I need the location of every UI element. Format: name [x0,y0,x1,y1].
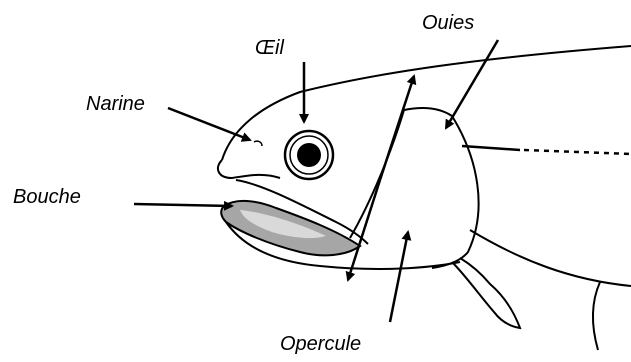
label-bouche: Bouche [13,187,81,207]
fish-eye-pupil [297,143,321,167]
arrow-bouche [134,204,232,206]
label-ouies: Ouies [422,13,474,33]
fish-back-outline [222,46,631,160]
arrow-operculum-span-down [348,180,380,280]
fish-lateral-line-dotted [524,150,631,154]
fish-nostril [254,141,262,146]
fish-belly-outline [470,230,631,286]
arrow-operculum-span-up [380,76,414,180]
label-narine: Narine [86,94,145,114]
fish-pectoral-fin [452,258,520,328]
label-oeil: Œil [255,38,284,58]
fish-snout-outline [218,160,280,178]
fish-rear-fin [593,282,600,350]
arrow-opercule [390,232,408,322]
fish-operculum-outline [350,108,479,268]
arrow-ouies [446,40,498,128]
label-opercule: Opercule [280,334,361,354]
arrow-narine [168,108,250,140]
fish-lateral-line [462,146,520,150]
